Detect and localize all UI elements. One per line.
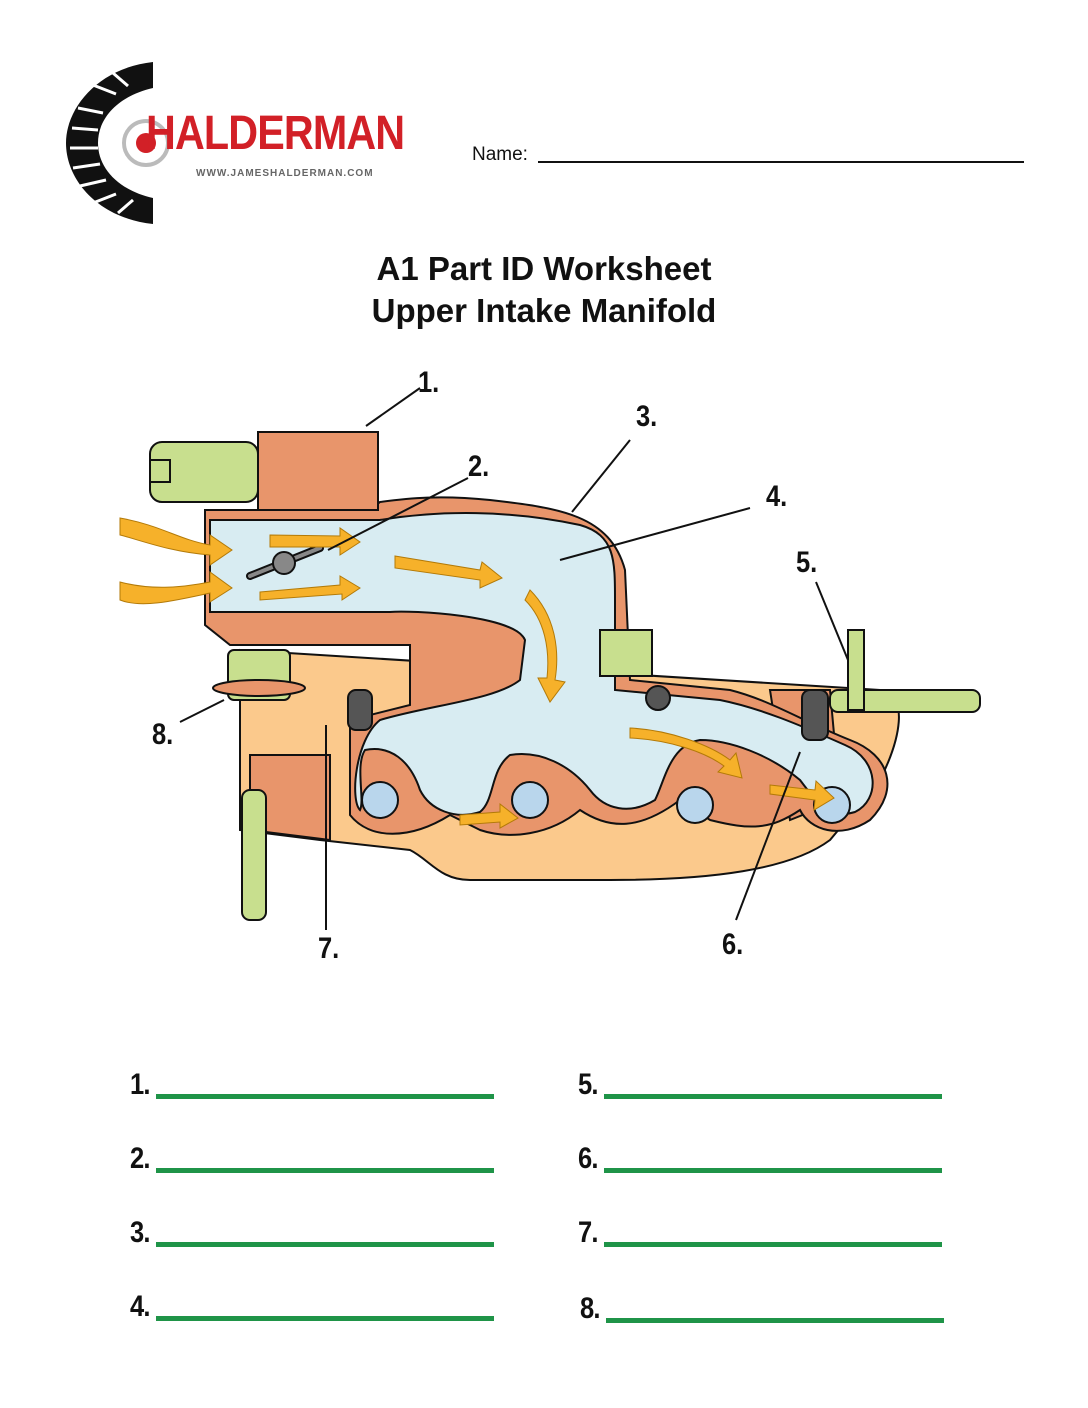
- answer-line[interactable]: [156, 1242, 494, 1247]
- answer-2[interactable]: 2.: [130, 1144, 500, 1180]
- callout-5: 5.: [796, 546, 818, 579]
- brand-name: HALDERMAN: [146, 107, 405, 160]
- page-subtitle: Upper Intake Manifold: [371, 292, 717, 329]
- callout-4: 4.: [766, 480, 788, 513]
- answer-3[interactable]: 3.: [130, 1218, 500, 1254]
- answer-number: 6.: [578, 1142, 598, 1175]
- answer-number: 2.: [130, 1142, 150, 1175]
- name-input-line[interactable]: [538, 161, 1024, 163]
- name-label: Name:: [472, 144, 528, 165]
- answer-number: 4.: [130, 1290, 150, 1323]
- page-title: A1 Part ID Worksheet: [376, 250, 712, 287]
- answer-4[interactable]: 4.: [130, 1292, 500, 1328]
- answer-6[interactable]: 6.: [578, 1144, 948, 1180]
- callout-8: 8.: [152, 718, 174, 751]
- intake-manifold-diagram: [119, 387, 981, 930]
- callout-7: 7.: [318, 932, 340, 965]
- answer-number: 1.: [130, 1068, 150, 1101]
- answer-line[interactable]: [156, 1168, 494, 1173]
- callout-2: 2.: [468, 450, 490, 483]
- answer-number: 3.: [130, 1216, 150, 1249]
- answer-line[interactable]: [606, 1318, 944, 1323]
- answer-line[interactable]: [604, 1242, 942, 1247]
- answer-line[interactable]: [156, 1316, 494, 1321]
- answer-line[interactable]: [156, 1094, 494, 1099]
- callout-1: 1.: [418, 366, 440, 399]
- answer-line[interactable]: [604, 1094, 942, 1099]
- answer-1[interactable]: 1.: [130, 1070, 500, 1106]
- answer-5[interactable]: 5.: [578, 1070, 948, 1106]
- answer-number: 7.: [578, 1216, 598, 1249]
- callout-6: 6.: [722, 928, 744, 961]
- brand-url: WWW.JAMESHALDERMAN.COM: [196, 168, 374, 179]
- answer-number: 5.: [578, 1068, 598, 1101]
- answer-7[interactable]: 7.: [578, 1218, 948, 1254]
- answer-8[interactable]: 8.: [580, 1294, 950, 1330]
- callout-3: 3.: [636, 400, 658, 433]
- answer-number: 8.: [580, 1292, 600, 1325]
- answer-line[interactable]: [604, 1168, 942, 1173]
- tire-logo-icon: [66, 62, 170, 224]
